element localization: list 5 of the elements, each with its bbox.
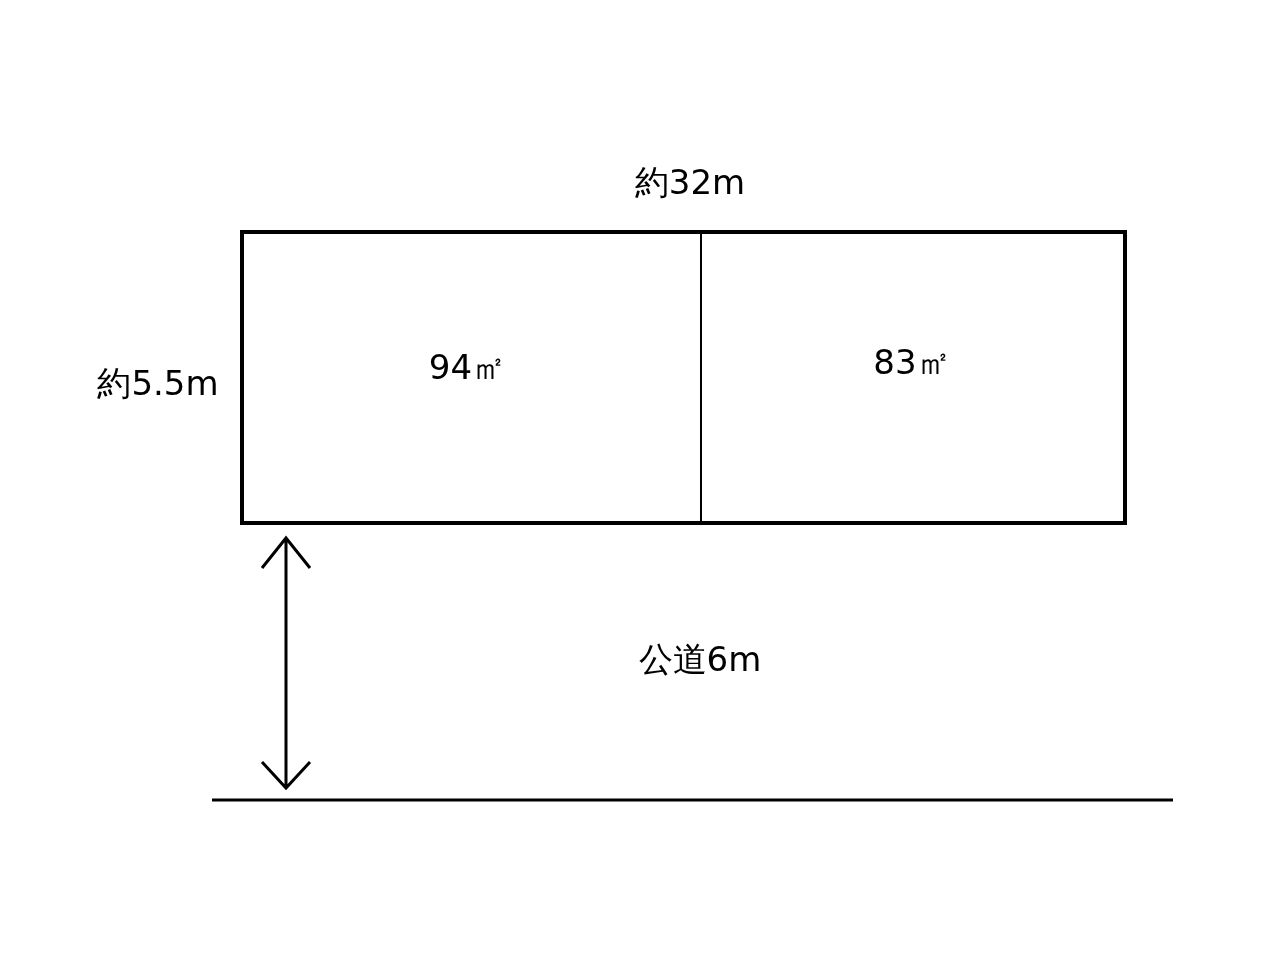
parcel-box: 94㎡: [240, 230, 702, 525]
dimension-label: 約5.5m: [97, 362, 219, 405]
parcel-box: 83㎡: [700, 230, 1127, 525]
road-label: 公道6m: [638, 638, 762, 681]
dimension-label: 約32m: [634, 161, 746, 204]
